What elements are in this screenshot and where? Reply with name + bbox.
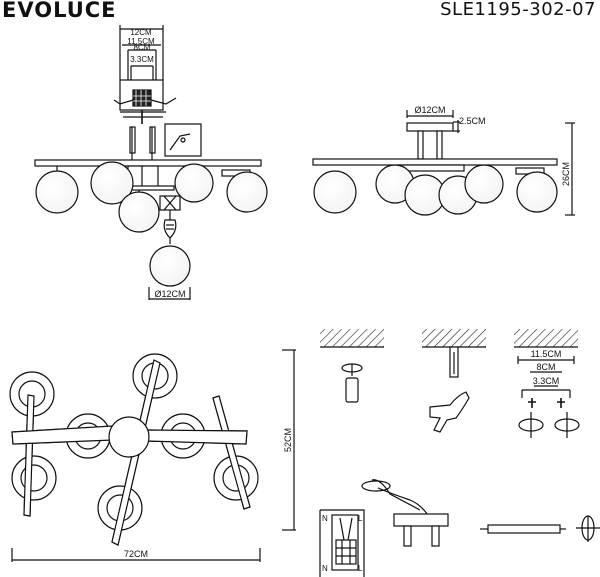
side-canopy-depth: 2.5CM	[459, 116, 486, 126]
front-exploded-bulb	[149, 195, 191, 287]
install-step-bar	[480, 515, 600, 542]
side-canopy	[406, 122, 454, 132]
front-globe-2	[90, 161, 134, 205]
top-depth-dimension: 52CM	[282, 349, 296, 531]
install-step-mount	[393, 513, 449, 547]
bracket-dim-8cm: 8CM	[536, 362, 555, 372]
wire-mark-n-bottom: N	[322, 564, 328, 573]
front-screw-detail	[129, 123, 202, 160]
side-height-dimension: 26CM	[561, 122, 575, 216]
front-globe-1	[35, 170, 79, 214]
side-height: 26CM	[561, 162, 571, 186]
front-dim-12cm: 12CM	[130, 28, 152, 37]
side-canopy-dimension: Ø12CM 2.5CM	[406, 105, 486, 133]
side-globe-1	[313, 170, 357, 214]
front-view: 12CM 11.5CM 8CM 3.3CM	[34, 25, 268, 300]
install-step-wiring: N L N L	[319, 479, 429, 577]
front-bulb-dimension: Ø12CM	[148, 287, 191, 300]
front-mount-dimensions: 12CM 11.5CM 8CM 3.3CM	[113, 25, 177, 124]
top-width-dimension: 72CM	[11, 548, 261, 562]
front-globe-3	[174, 163, 214, 203]
side-globe-5	[464, 164, 504, 204]
front-globe-detached	[149, 245, 191, 287]
wire-mark-l-top: L	[358, 514, 363, 523]
side-globe-6	[516, 171, 558, 213]
front-bulb-diameter: Ø12CM	[154, 289, 185, 299]
top-center-canopy	[108, 416, 150, 458]
side-main-arm	[312, 158, 558, 166]
side-canopy-diameter: Ø12CM	[414, 105, 445, 115]
front-dim-11-5cm: 11.5CM	[127, 37, 155, 46]
wire-mark-n-top: N	[322, 514, 328, 523]
bracket-dim-3-3cm: 3.3CM	[533, 376, 560, 386]
front-globe-5	[118, 191, 160, 233]
top-view: 72CM 52CM	[9, 349, 296, 562]
install-step-hammer	[422, 329, 486, 433]
install-step-drill	[320, 329, 384, 403]
front-main-arm	[34, 159, 262, 167]
top-width: 72CM	[124, 549, 148, 559]
bracket-dim-11-5cm: 11.5CM	[531, 349, 562, 359]
front-globe-4	[226, 171, 268, 213]
wire-mark-l-bottom: L	[358, 564, 363, 573]
install-step-bracket: 11.5CM 8CM 3.3CM	[514, 329, 580, 438]
front-dim-8cm: 8CM	[134, 43, 151, 52]
side-view: Ø12CM 2.5CM 26CM	[312, 105, 575, 216]
top-depth: 52CM	[283, 428, 293, 452]
front-dim-3-3cm: 3.3CM	[130, 55, 154, 64]
install-steps: 11.5CM 8CM 3.3CM	[319, 329, 600, 577]
brand-logo: EVOLUCE	[2, 0, 117, 22]
top-globe-ring-5	[11, 455, 57, 501]
model-code: SLE1195-302-07	[440, 0, 596, 20]
